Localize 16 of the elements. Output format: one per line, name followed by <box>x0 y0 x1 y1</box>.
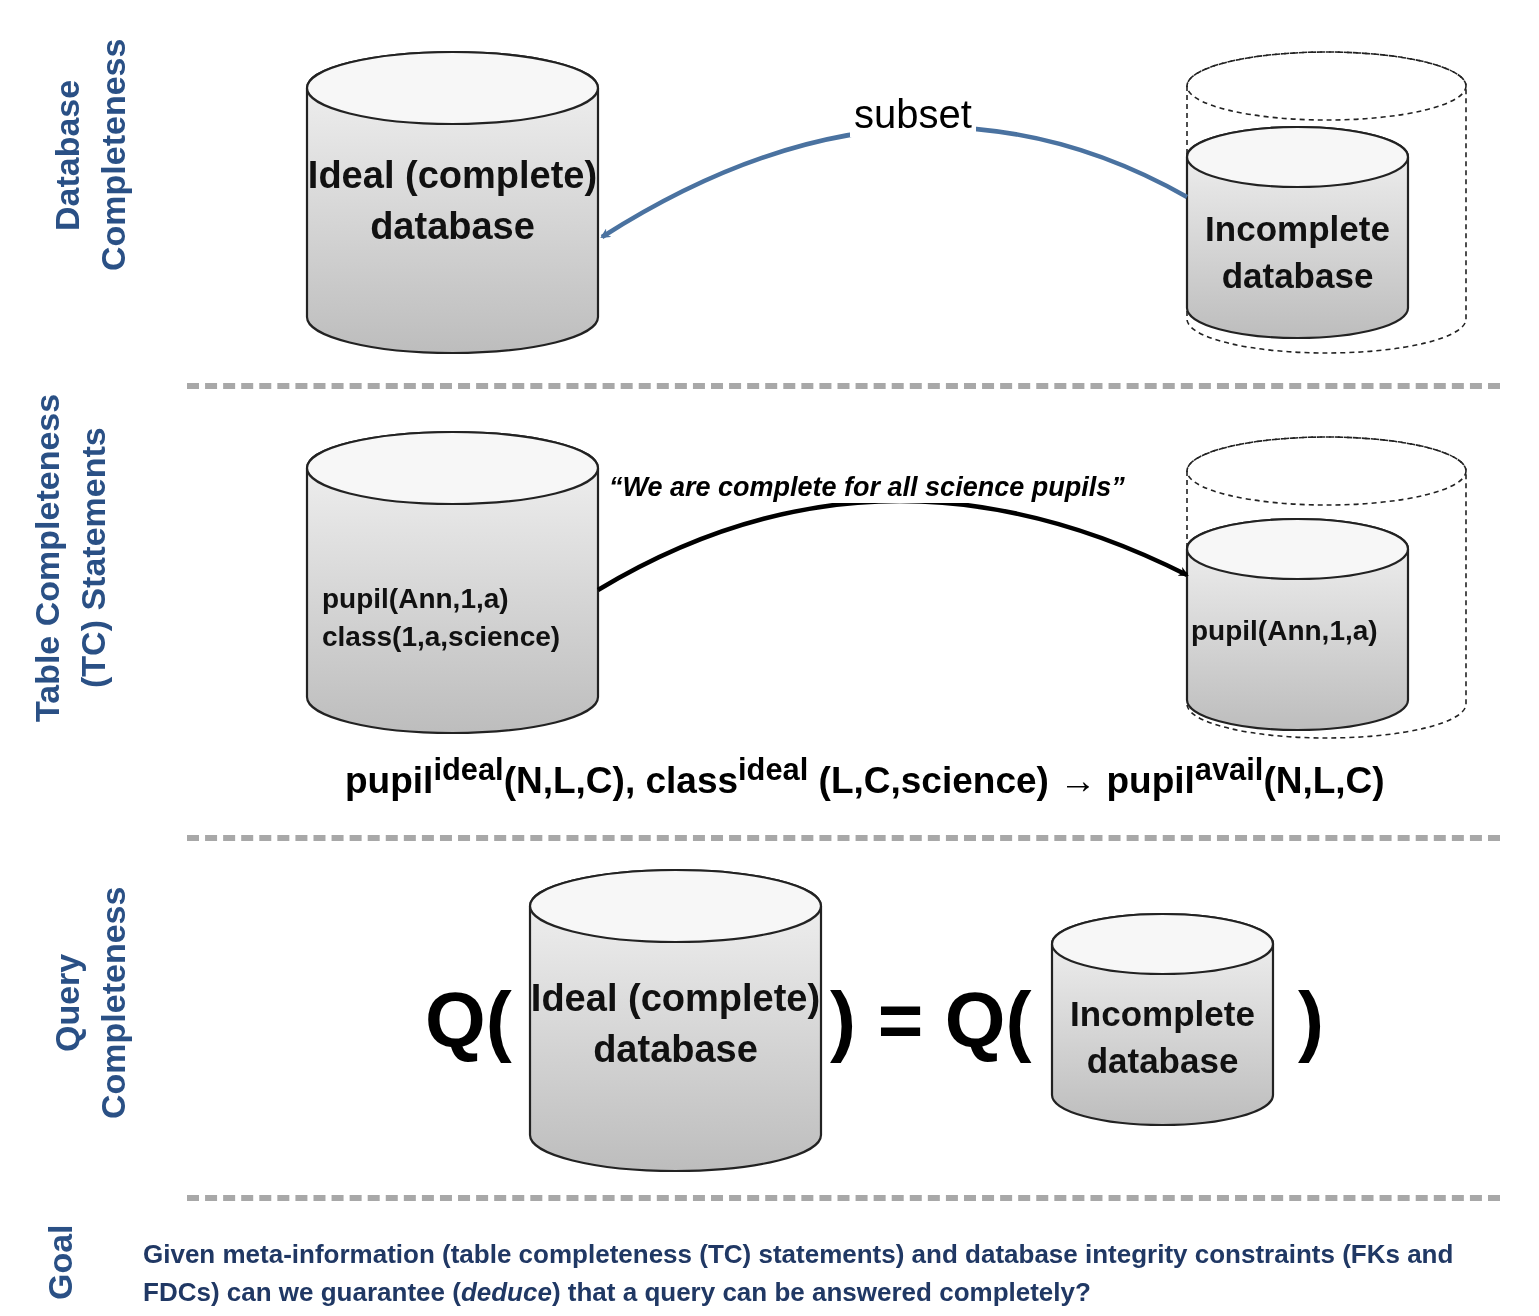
node-text: Ideal (complete) database <box>529 976 822 1073</box>
goal-text: Given meta-information (table completeness (TC) statements) and database integrity constraints (FKs and FDCs) can we guarantee (deduce) that a query can be answered completely? <box>143 1238 1455 1309</box>
query-symbol: Q( <box>425 975 512 1066</box>
section-title: Table Completeness (TC) Statements <box>27 392 113 724</box>
node-text: Ideal (complete) database <box>306 153 599 250</box>
node-text: pupil(Ann,1,a) <box>322 582 510 616</box>
node-text: pupil(Ann,1,a) <box>1191 614 1379 648</box>
node-text: Incomplete database <box>1204 208 1391 298</box>
node-text: Incomplete database <box>1069 993 1256 1083</box>
formula-text: pupil$^{ideal}$(N,L,C), class$^{ideal}$ (L,C,science) → pupil$^{avail}$(N,L,C) <box>345 752 1385 803</box>
query-symbol: ) <box>1298 975 1324 1066</box>
node-text: class(1,a,science) <box>322 619 562 654</box>
section-title: Database Completeness <box>47 37 133 274</box>
section-title: Query Completeness <box>47 885 133 1121</box>
query-symbol: ) = Q( <box>830 975 1032 1066</box>
section-title: Goal <box>40 1223 80 1303</box>
